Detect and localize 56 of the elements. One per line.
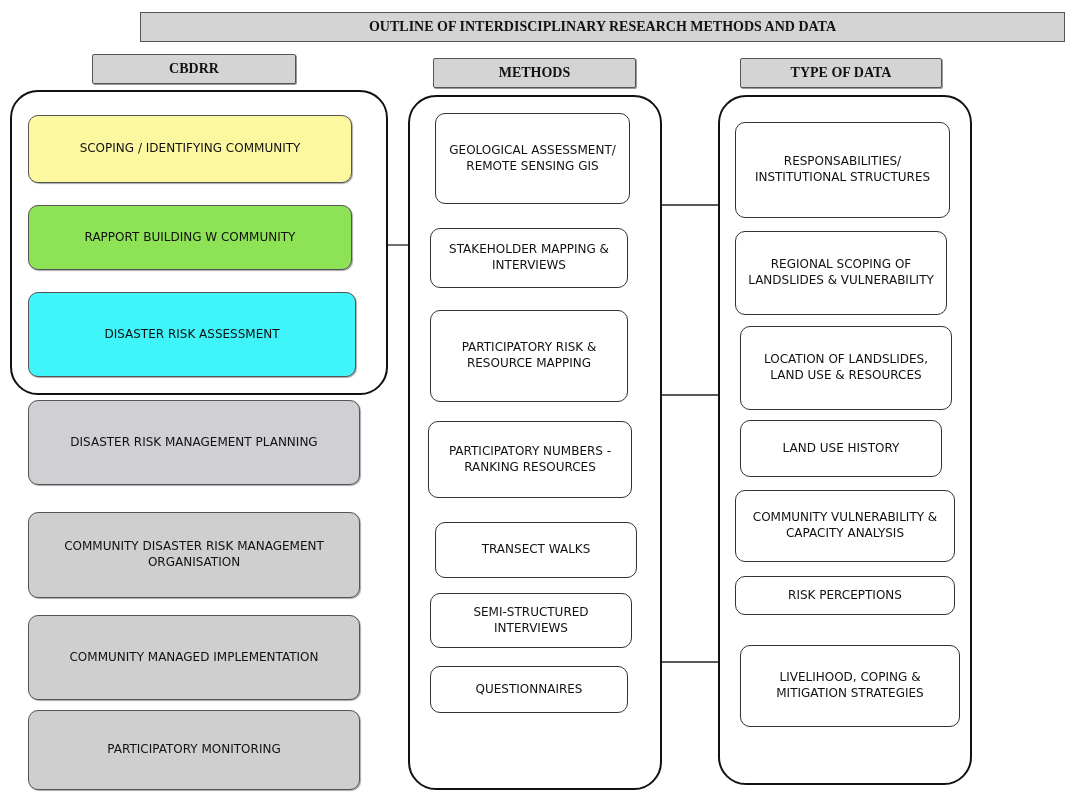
data-type-box [735,576,955,615]
method-box [430,666,628,713]
box-label: RISK PERCEPTIONS [787,587,903,604]
box-label: PARTICIPATORY RISK & RESOURCE MAPPING [460,340,598,372]
box-label: REGIONAL SCOPING OF LANDSLIDES & VULNERABILITY [747,257,935,289]
group-container [408,95,662,790]
group-container [10,90,388,395]
data-type-box [740,326,952,410]
method-box [435,113,630,204]
method-box [430,310,628,402]
box-label: LIVELIHOOD, COPING & MITIGATION STRATEGIES [775,670,925,702]
method-box [430,593,632,648]
process-box [28,512,360,598]
connector-line [661,394,719,396]
box-label: PARTICIPATORY MONITORING [106,742,282,758]
box-label: SEMI-STRUCTURED INTERVIEWS [472,604,590,637]
method-box [428,421,632,498]
title-banner: OUTLINE OF INTERDISCIPLINARY RESEARCH METHODS AND DATA [140,12,1065,42]
data-type-box [735,231,947,315]
data-type-box [735,490,955,562]
connector-line [661,661,719,663]
box-label: COMMUNITY DISASTER RISK MANAGEMENT ORGANISATION [63,539,325,571]
column-header [433,58,636,88]
data-type-box [740,420,942,477]
box-label: PARTICIPATORY NUMBERS - RANKING RESOURCES [447,443,613,476]
process-box [28,710,360,790]
process-box [28,615,360,700]
box-label: LOCATION OF LANDSLIDES, LAND USE & RESOURCES [762,352,930,384]
method-box [435,522,637,578]
box-label: LAND USE HISTORY [781,440,901,457]
group-container [718,95,972,785]
method-box [430,228,628,288]
box-label: STAKEHOLDER MAPPING & INTERVIEWS [448,242,610,274]
data-type-box [740,645,960,727]
box-label: DISASTER RISK ASSESSMENT [103,326,281,343]
connector-line [661,204,719,206]
box-label: TYPE OF DATA [789,63,893,82]
box-label: COMMUNITY MANAGED IMPLEMENTATION [68,649,320,666]
process-box [28,292,356,377]
process-box [28,400,360,485]
box-label: QUESTIONNAIRES [474,681,584,698]
box-label: METHODS [497,63,572,82]
box-label: GEOLOGICAL ASSESSMENT/ REMOTE SENSING GIS [448,142,617,175]
box-label: DISASTER RISK MANAGEMENT PLANNING [69,434,319,451]
box-label: SCOPING / IDENTIFYING COMMUNITY [78,141,302,157]
data-type-box [735,122,950,218]
box-label: CBDRR [168,59,220,78]
box-label: TRANSECT WALKS [480,542,592,558]
process-box [28,115,352,183]
column-header [92,54,296,84]
process-box [28,205,352,270]
box-label: RESPONSABILITIES/ INSTITUTIONAL STRUCTURES [753,154,932,186]
column-header [740,58,942,88]
connector-line [387,244,409,246]
box-label: RAPPORT BUILDING W COMMUNITY [83,229,297,246]
box-label: COMMUNITY VULNERABILITY & CAPACITY ANALYSIS [751,510,939,542]
